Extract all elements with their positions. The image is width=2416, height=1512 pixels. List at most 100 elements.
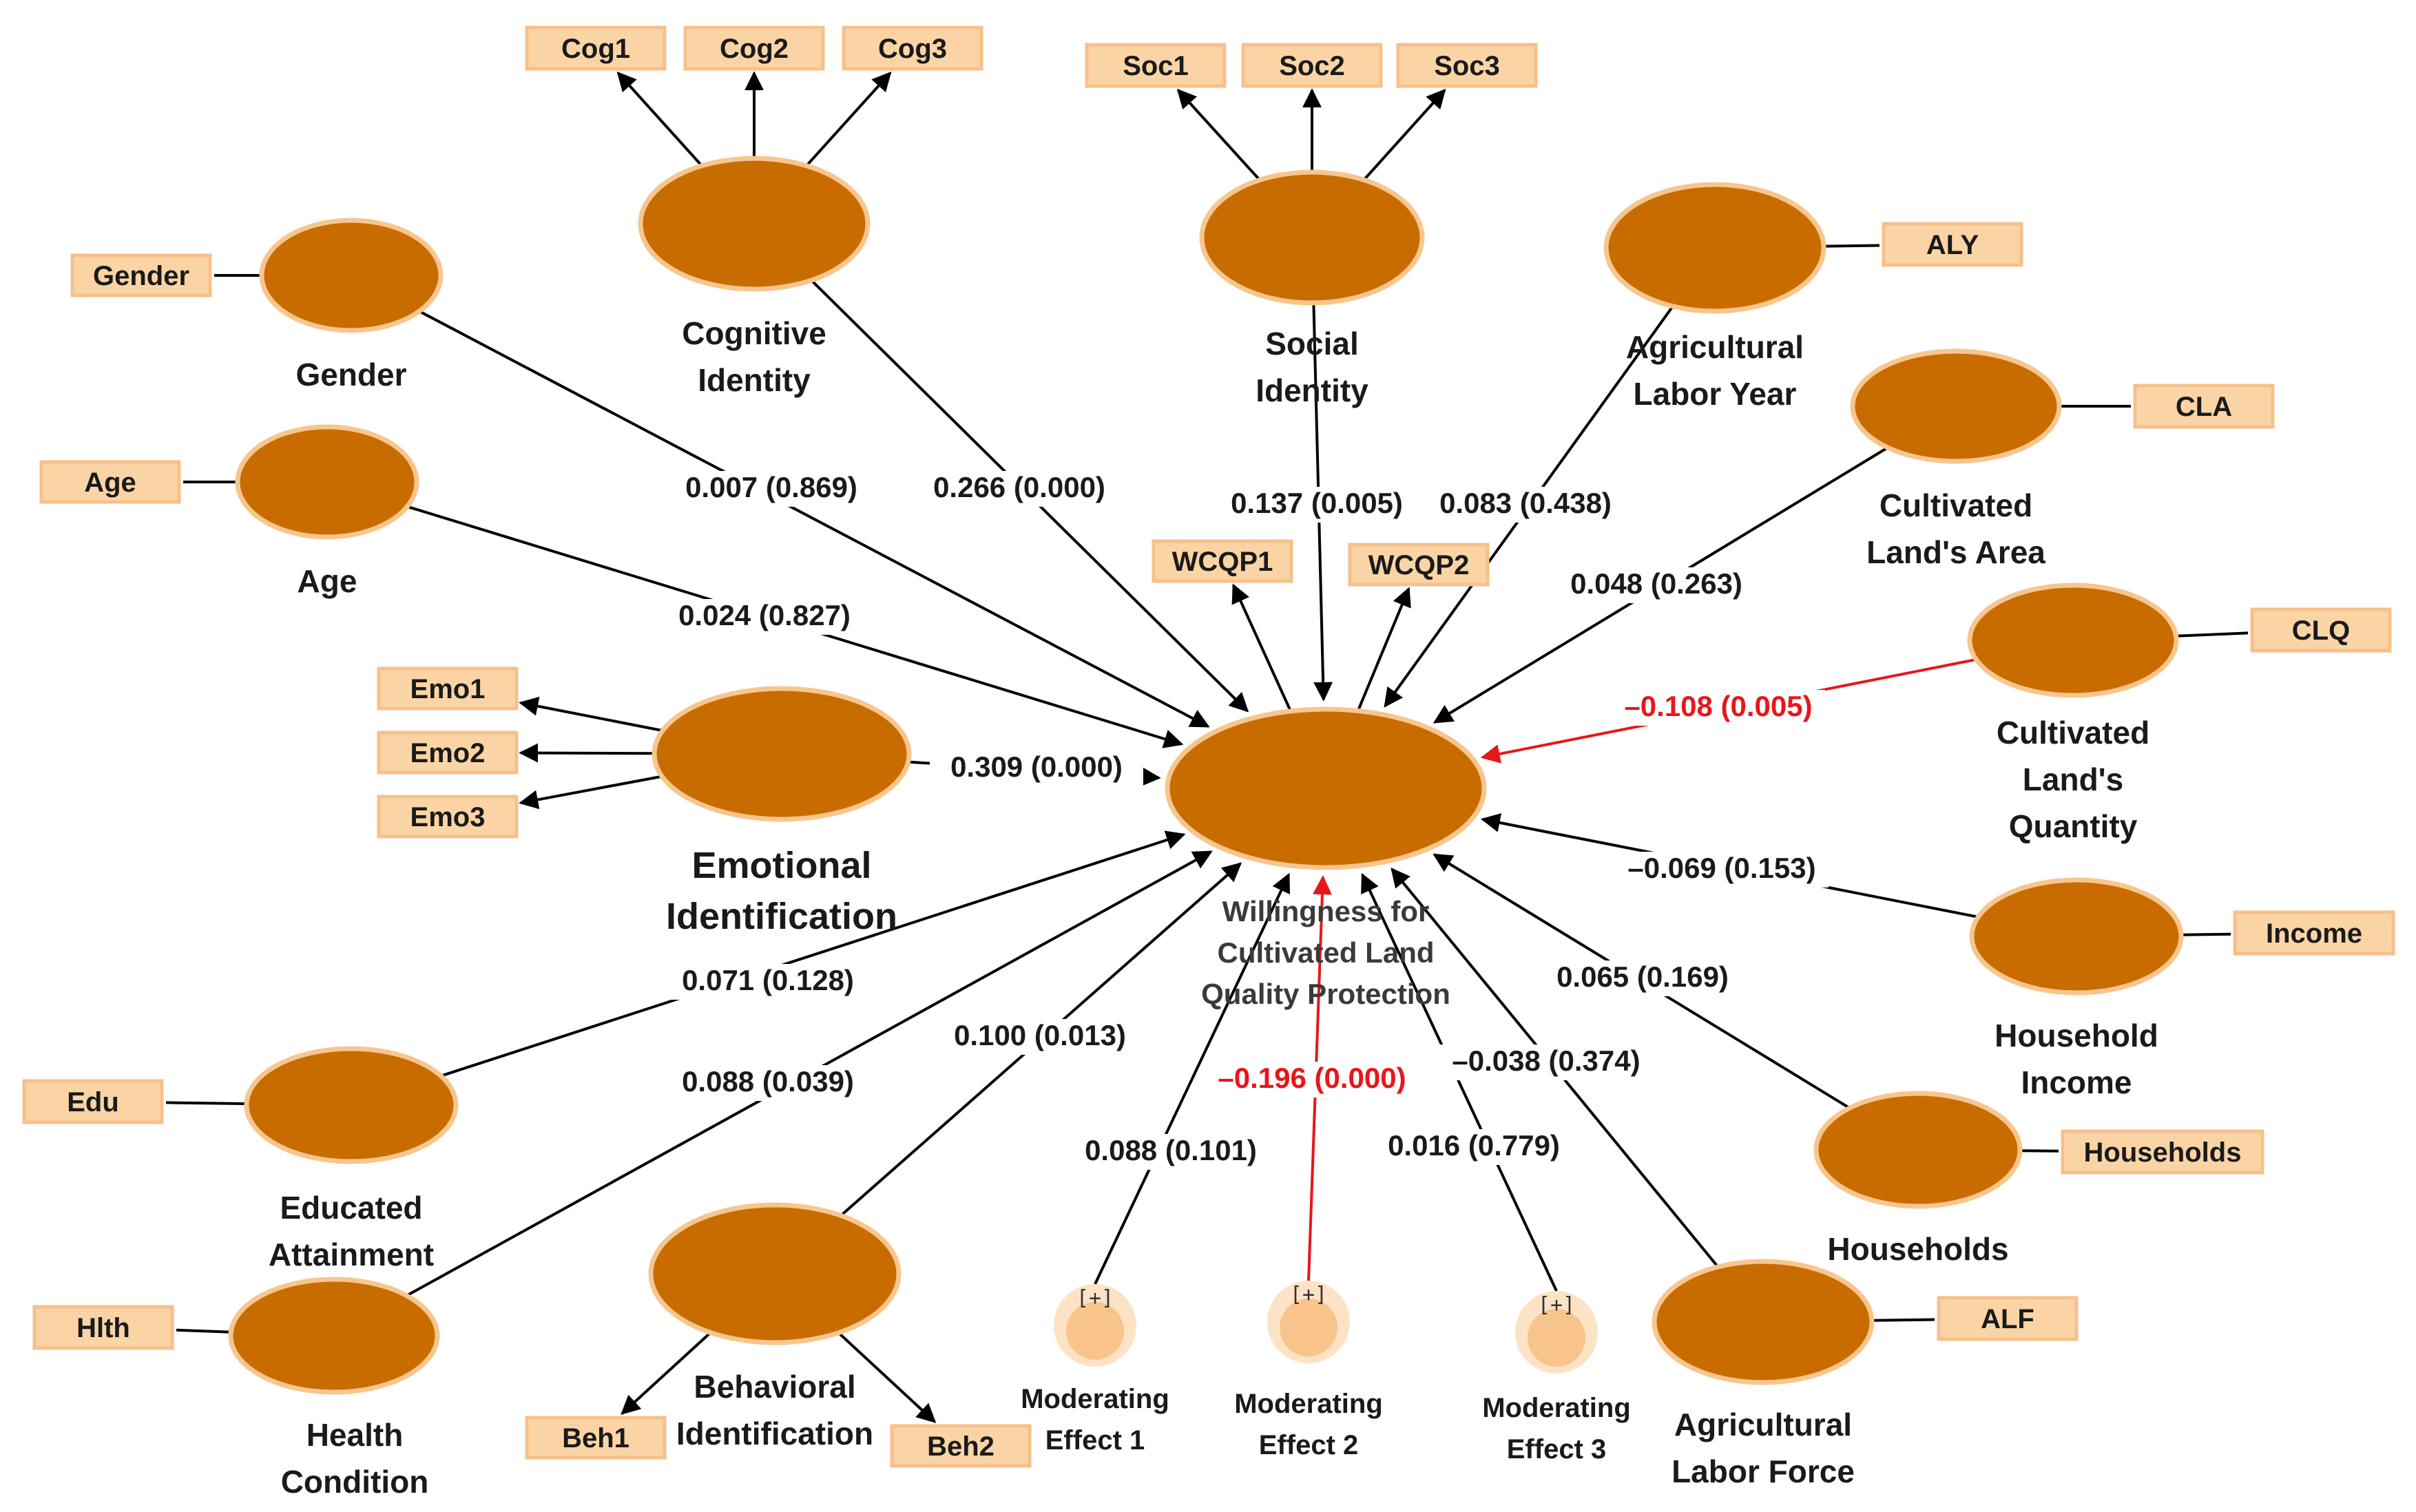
indicator-gender-box (70, 253, 212, 297)
loading-wcqp1 (1231, 583, 1292, 711)
moderator-mod1 (1066, 1302, 1124, 1360)
coef-health: 0.088 (0.039) (682, 1065, 854, 1098)
indicator-emo3-box (377, 795, 519, 839)
construct-gender (259, 218, 444, 333)
coef-bg-income (1615, 852, 1829, 888)
title-age: Age (298, 563, 357, 599)
loading-emo3 (519, 775, 661, 810)
indicator-clq: CLQ (2292, 616, 2350, 646)
coef-bg-emotional (930, 750, 1143, 786)
coef-bg-behavioral (933, 1019, 1147, 1055)
indicator-edu-box (22, 1079, 164, 1124)
title-willingness: Cultivated Land (1217, 936, 1434, 969)
title-behavioral: Behavioral (694, 1369, 855, 1405)
title-social: Identity (1256, 372, 1368, 408)
coef-gender: 0.007 (0.869) (685, 471, 857, 503)
title-mod2: Moderating (1234, 1389, 1383, 1419)
indicator-emo2: Emo2 (410, 738, 486, 768)
coef-mod3: 0.016 (0.779) (1388, 1129, 1560, 1162)
indicator-cla-box (2133, 384, 2275, 429)
coef-social: 0.137 (0.005) (1231, 487, 1403, 519)
coef-bg-alf (1439, 1044, 1653, 1080)
moderator-expand-icon: [+] (1076, 1286, 1114, 1310)
coef-bg-mod3 (1367, 1129, 1581, 1165)
coef-bg-households (1536, 960, 1749, 996)
loading-clq (2177, 631, 2249, 638)
indicator-soc1: Soc1 (1123, 51, 1189, 81)
coef-bg-aly (1419, 487, 1632, 523)
indicator-beh2-box (890, 1424, 1032, 1468)
title-health: Health (306, 1417, 404, 1453)
construct-cognitive (638, 156, 871, 292)
construct-clq (1967, 582, 2179, 698)
title-cla: Cultivated (1879, 487, 2032, 523)
coef-bg-social (1210, 487, 1424, 523)
title-cla: Land's Area (1866, 534, 2045, 570)
indicator-soc2: Soc2 (1279, 51, 1345, 81)
loading-income (2182, 932, 2231, 936)
indicator-cog3-box (842, 25, 983, 71)
indicator-soc3-box (1396, 43, 1538, 88)
coef-bg-edu (661, 964, 875, 1000)
title-cognitive: Identity (698, 362, 811, 398)
path-mod3 (1361, 872, 1558, 1292)
indicator-cog1-box (525, 25, 667, 71)
path-gender (419, 311, 1210, 728)
construct-income (1969, 877, 2184, 996)
indicator-wcqp2-box (1348, 543, 1490, 587)
moderator-mod2 (1280, 1299, 1337, 1356)
title-edu: Attainment (269, 1237, 434, 1272)
moderator-expand-icon: [+] (1290, 1283, 1327, 1307)
indicator-age-box (39, 460, 181, 504)
title-clq: Quantity (2009, 808, 2138, 844)
title-income: Household (1995, 1018, 2158, 1053)
title-gender: Gender (295, 357, 406, 392)
title-willingness: Willingness for (1222, 895, 1430, 927)
indicator-cog2-box (683, 25, 825, 71)
indicator-edu: Edu (67, 1087, 119, 1117)
indicator-wcqp2: WCQP2 (1368, 550, 1470, 580)
loading-wcqp2 (1357, 587, 1411, 711)
title-alf: Labor Force (1672, 1453, 1855, 1489)
loading-cog3 (806, 71, 892, 166)
loading-alf (1873, 1318, 1935, 1322)
moderator-expand-icon: [+] (1538, 1293, 1575, 1317)
coef-mod1: 0.088 (0.101) (1085, 1134, 1257, 1166)
indicator-hlth: Hlth (76, 1313, 130, 1343)
indicator-cog2: Cog2 (720, 34, 789, 64)
indicator-alf: ALF (1981, 1304, 2034, 1334)
title-emotional: Emotional (691, 845, 871, 886)
indicator-age: Age (84, 468, 136, 498)
construct-edu (244, 1046, 459, 1164)
indicator-emo1: Emo1 (410, 674, 486, 704)
coef-income: –0.069 (0.153) (1627, 852, 1815, 884)
title-mod2: Effect 2 (1259, 1430, 1359, 1460)
indicator-clq-box (2250, 607, 2392, 653)
loading-emo1 (519, 696, 662, 732)
coef-bg-clq (1612, 690, 1825, 726)
coef-bg-age (658, 599, 871, 635)
loading-edu (165, 1101, 246, 1105)
title-social: Social (1265, 326, 1359, 361)
path-mod1 (1094, 872, 1291, 1285)
title-mod3: Moderating (1482, 1393, 1631, 1423)
title-cognitive: Cognitive (682, 315, 826, 351)
construct-behavioral (648, 1202, 902, 1345)
coef-alf: –0.038 (0.374) (1452, 1044, 1640, 1077)
title-emotional: Identification (666, 896, 897, 937)
coef-mod2: –0.196 (0.000) (1218, 1062, 1406, 1094)
construct-cla (1850, 348, 2062, 464)
indicator-soc3: Soc3 (1434, 51, 1500, 81)
title-alf: Agricultural (1674, 1407, 1852, 1442)
coef-bg-mod1 (1064, 1134, 1278, 1170)
coef-bg-mod2 (1205, 1062, 1419, 1098)
indicator-emo1-box (377, 666, 519, 711)
construct-emotional (652, 686, 912, 822)
indicator-income-box (2233, 910, 2395, 956)
indicator-wcqp1: WCQP1 (1172, 547, 1273, 577)
indicator-cog1: Cog1 (561, 34, 630, 64)
indicator-cla: CLA (2176, 392, 2232, 422)
construct-age (235, 424, 419, 540)
